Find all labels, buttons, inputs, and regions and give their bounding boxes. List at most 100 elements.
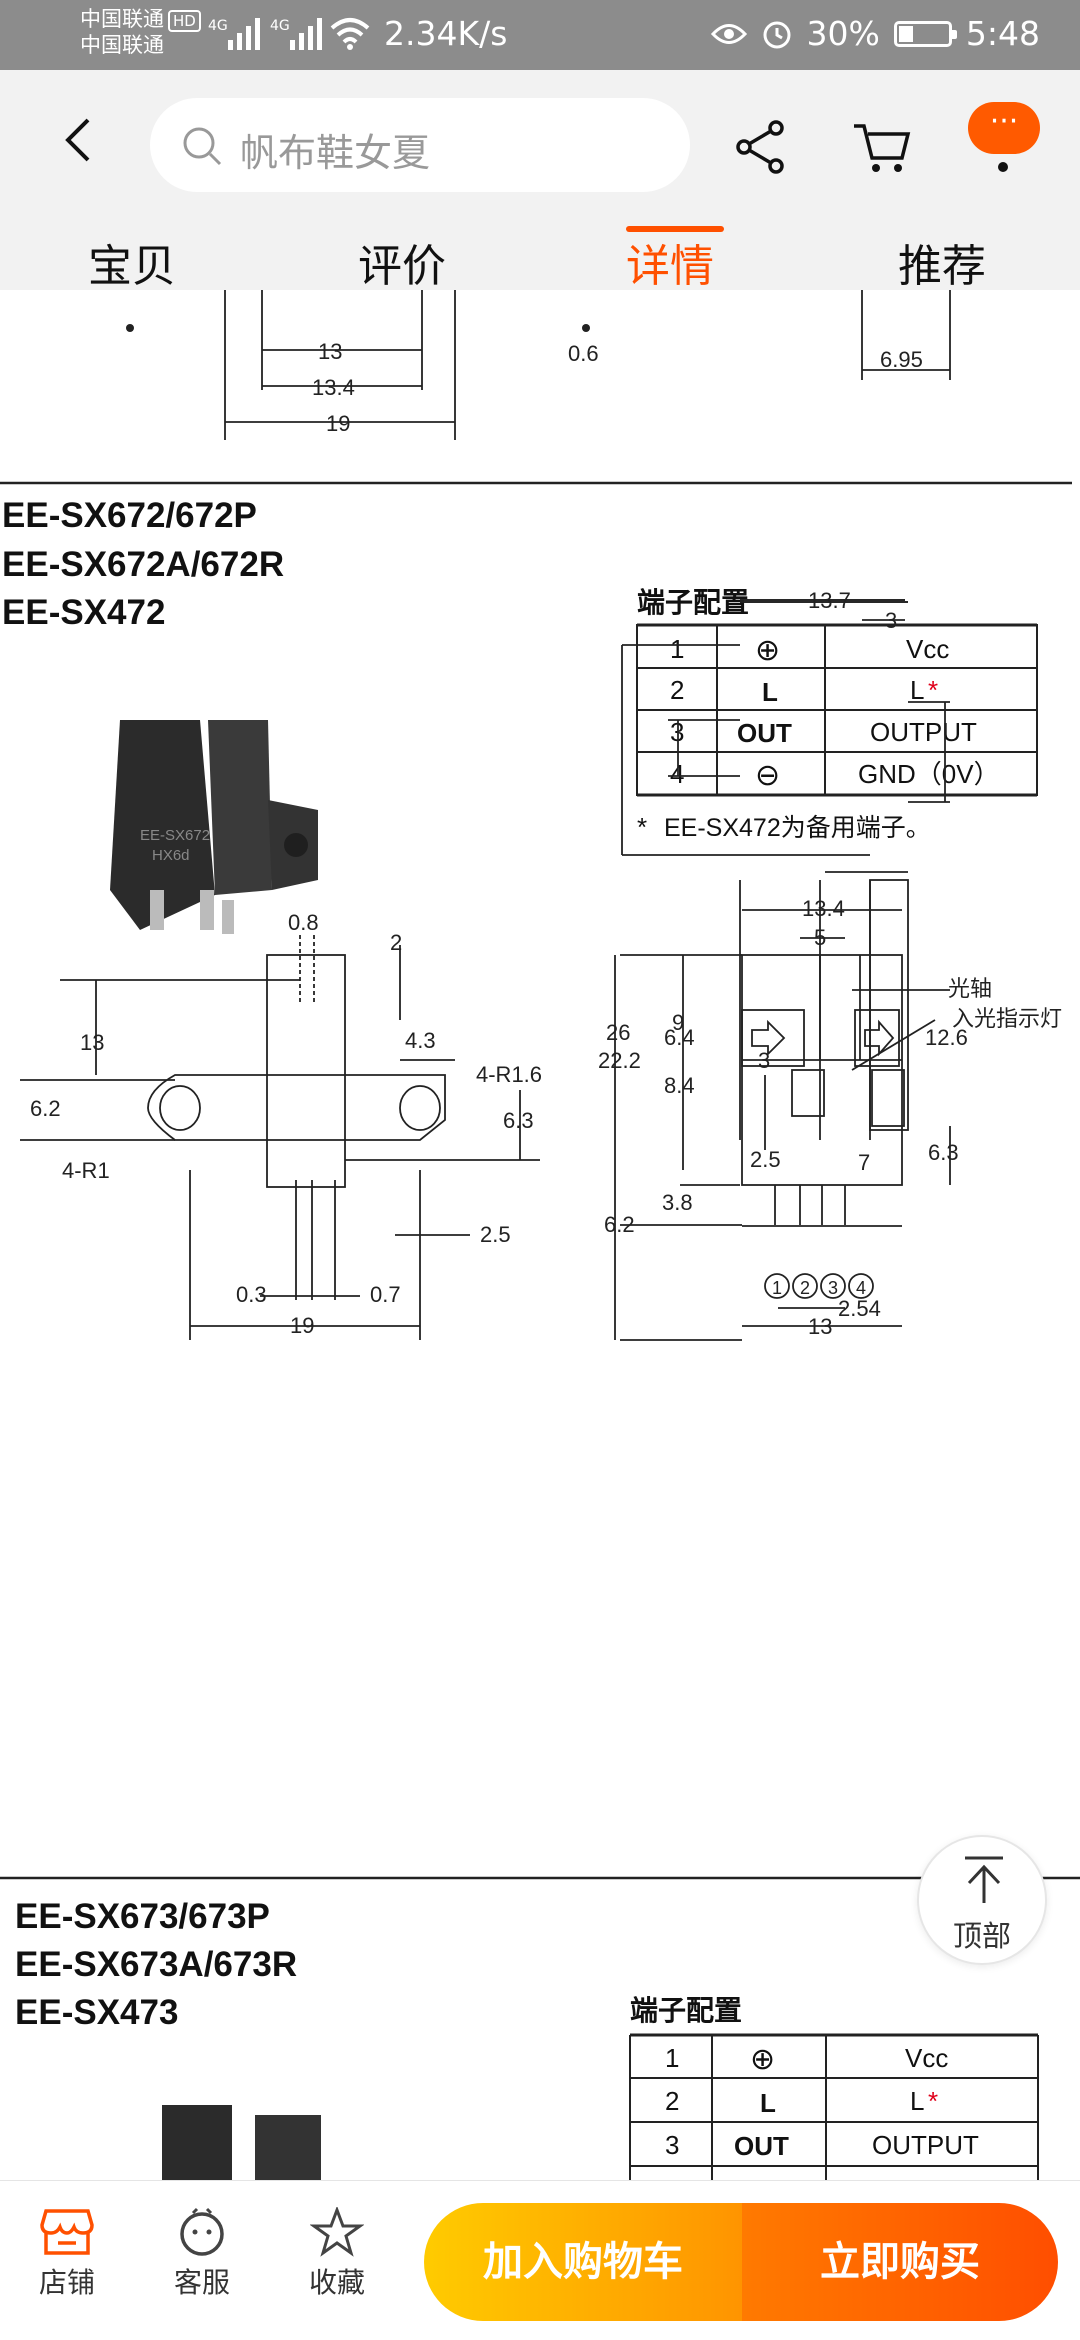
tab-item[interactable]: 宝贝 [88, 241, 176, 292]
photo-marking: EE-SX672 [140, 827, 210, 844]
hd-badge: HD [168, 10, 201, 32]
pin-circle-label: 2 [800, 1278, 810, 1298]
bottom-view-drawing [614, 909, 951, 1341]
axis-label: 光轴 [948, 976, 992, 1001]
active-tab-indicator [626, 226, 724, 232]
dim-label: 26 [606, 1020, 630, 1045]
pin-symbol: OUT [734, 2131, 789, 2161]
back-to-top-button[interactable]: 顶部 [917, 1835, 1047, 1965]
alarm-icon [763, 21, 791, 48]
model-name: EE-SX672A/672R [2, 545, 284, 584]
arrow-up-icon [965, 1856, 1003, 1903]
pin-symbol: ⊖ [755, 759, 780, 792]
search-box[interactable]: 帆布鞋女夏 [150, 98, 690, 192]
bottom-action-bar: 店铺 客服 收藏 加入购物车 立即购买 [0, 2180, 1080, 2340]
model-name: EE-SX672/672P [2, 496, 257, 535]
dim-label: 13.7 [808, 588, 851, 613]
pin-number: 3 [665, 2130, 679, 2160]
eye-icon [710, 23, 747, 44]
favorite-label: 收藏 [308, 2266, 365, 2299]
cart-icon[interactable] [850, 116, 914, 180]
model-name: EE-SX673A/673R [15, 1945, 297, 1984]
dim-label: 4.3 [405, 1028, 436, 1053]
dim-label: 0.8 [288, 910, 319, 935]
carrier-name: 中国联通 [80, 7, 164, 31]
detail-content: 13 13.4 19 0.6 6.95 EE-SX672/672P EE-SX6… [0, 290, 1080, 2180]
pin-table-title: 端子配置 [630, 1995, 742, 2026]
notification-dot [998, 162, 1008, 172]
dim-label: 6.3 [503, 1108, 534, 1133]
dim-label: 4-R1 [62, 1158, 110, 1183]
tab-bar: 宝贝 评价 详情 推荐 [0, 230, 1080, 292]
pin-table-title: 端子配置 [637, 587, 749, 618]
pin-circle-label: 3 [828, 1278, 838, 1298]
dim-label: 2.5 [750, 1147, 781, 1172]
dim-label: 2 [390, 930, 402, 955]
pin-symbol: OUT [737, 718, 792, 748]
pin-mark: * [928, 2086, 938, 2116]
tab-recommend[interactable]: 推荐 [898, 241, 986, 292]
dim-label: 3 [758, 1048, 770, 1073]
pin-symbol: ⊕ [755, 634, 780, 667]
service-icon [180, 2207, 224, 2256]
model-name: EE-SX472 [2, 593, 165, 632]
customer-service-button[interactable]: 客服 [152, 2207, 252, 2301]
battery-icon [893, 20, 957, 47]
buy-now-button[interactable]: 立即购买 [742, 2203, 1058, 2321]
network-type: 4G [208, 18, 228, 34]
dim-label: 2.5 [480, 1222, 511, 1247]
pin-name: OUTPUT [870, 717, 977, 747]
pin-name: OUTPUT [872, 2130, 979, 2160]
model-name: EE-SX673/673P [15, 1897, 270, 1936]
search-icon [183, 127, 222, 166]
store-icon [40, 2209, 94, 2255]
dim-label: 6.3 [928, 1140, 959, 1165]
dim-label: 0.3 [236, 1282, 267, 1307]
dim-label: 13.4 [312, 375, 355, 400]
more-menu-button[interactable]: ··· [968, 102, 1040, 154]
pin-name: Vcc [905, 2043, 948, 2073]
pin-mark: * [928, 675, 938, 705]
shop-label: 店铺 [38, 2266, 95, 2299]
carrier-name-secondary: 中国联通 [80, 33, 164, 57]
pin-circle-label: 4 [856, 1278, 866, 1298]
tab-reviews[interactable]: 评价 [358, 241, 446, 292]
pin-name: L [910, 675, 924, 705]
pin-symbol: L [760, 2088, 776, 2118]
add-to-cart-button[interactable]: 加入购物车 [424, 2203, 742, 2321]
model-name: EE-SX473 [15, 1993, 178, 2032]
top-bar: 帆布鞋女夏 ··· 宝贝 评价 详情 推荐 [0, 70, 1080, 292]
dim-label: 22.2 [598, 1048, 641, 1073]
indicator-label: 入光指示灯 [952, 1006, 1062, 1031]
dim-label: 3 [885, 608, 897, 633]
side-view-drawing [20, 935, 540, 1340]
pin-name: L [910, 2086, 924, 2116]
favorite-button[interactable]: 收藏 [287, 2207, 387, 2301]
tab-details[interactable]: 详情 [626, 241, 714, 292]
wifi-icon [330, 18, 370, 50]
dim-label: 6.2 [30, 1096, 61, 1121]
dim-label: 0.7 [370, 1282, 401, 1307]
network-type-2: 4G [270, 18, 290, 34]
dim-label: 7 [858, 1150, 870, 1175]
dim-label: 6.95 [880, 347, 923, 372]
share-icon[interactable] [730, 116, 792, 178]
dim-label: 12.6 [925, 1025, 968, 1050]
dim-label: 13.4 [802, 896, 845, 921]
pin-number: 1 [670, 634, 684, 664]
pin-number: 2 [665, 2086, 679, 2116]
back-arrow-icon[interactable] [50, 110, 110, 170]
dim-label: 5 [814, 925, 826, 950]
pin-name: Vcc [906, 634, 949, 664]
battery-percent: 30% [806, 14, 880, 53]
shop-button[interactable]: 店铺 [17, 2207, 117, 2301]
signal-icon [228, 18, 260, 50]
dim-label: 0.6 [568, 341, 599, 366]
dim-label: 13 [318, 339, 342, 364]
pin-circle-label: 1 [772, 1278, 782, 1298]
dim-label: 6.4 [664, 1025, 695, 1050]
dim-label: 13 [808, 1314, 832, 1339]
status-right: 30% 5:48 [710, 14, 1040, 53]
network-speed: 2.34K/s [384, 14, 508, 53]
